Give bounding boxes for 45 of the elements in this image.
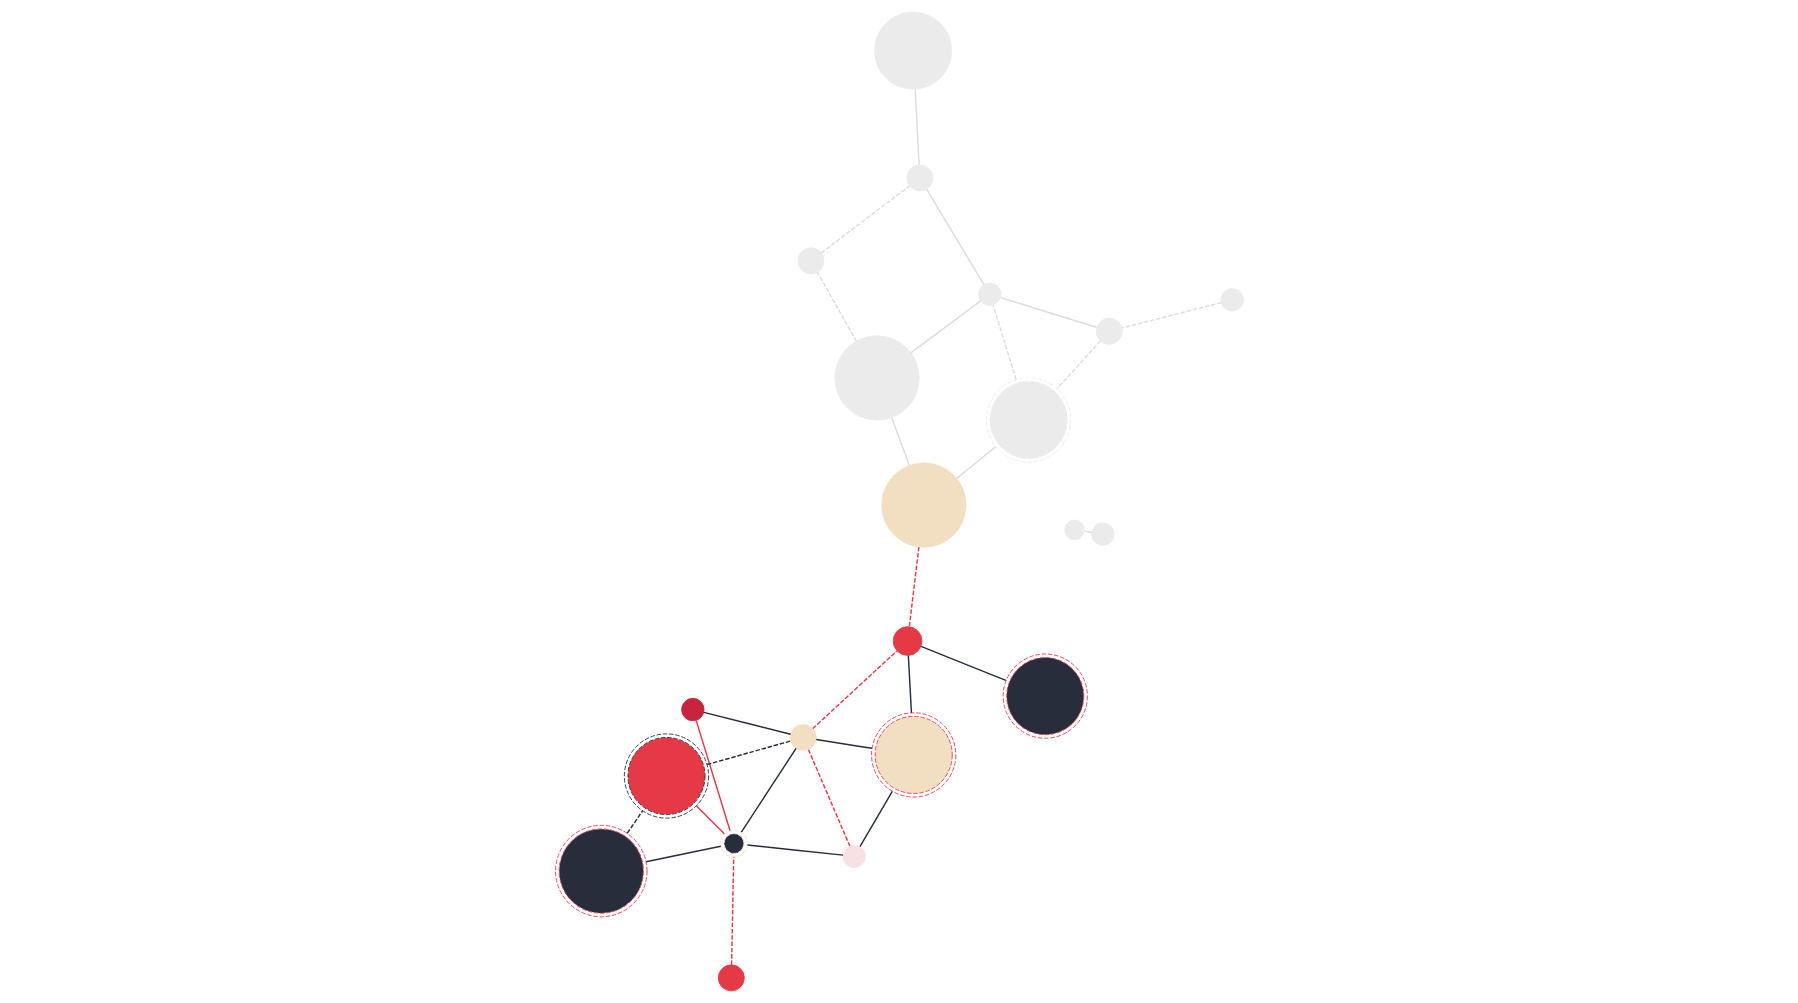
connector [890,417,910,466]
node-circle [842,844,866,869]
connector [815,738,873,750]
node-circle [1220,288,1244,312]
connector [645,845,721,863]
node-circle [680,697,704,722]
connector [730,856,734,966]
connector [1120,301,1222,329]
node-circle [719,829,748,858]
node-circle [789,723,817,751]
connector [909,300,981,354]
node-circle [873,11,952,90]
node-circle [892,626,922,656]
connector [695,805,725,835]
node-circle [880,462,966,548]
node-circle [1063,519,1085,541]
connector [991,304,1017,381]
node-circle [833,335,920,421]
connector [913,88,920,166]
connector [626,810,643,834]
node-circle [717,964,745,992]
connector [705,740,791,766]
connector [999,296,1097,328]
connector [919,645,1007,682]
connector [811,650,897,730]
connector [925,188,984,285]
connector [1056,340,1101,390]
connector [807,748,851,847]
connector [955,445,996,480]
node-circle [905,164,933,192]
connector [908,546,920,628]
node-circle [977,282,1001,306]
connector [746,844,844,856]
node-circle [623,733,709,819]
connector [816,271,857,342]
connector [907,654,912,714]
connector [740,747,797,833]
connector [695,719,731,832]
node-circle [797,247,824,275]
node-circle [1095,317,1123,345]
connector [1083,530,1092,534]
connector [858,790,893,848]
connector [820,185,910,254]
connector [702,711,791,735]
node-circle [1090,522,1114,546]
